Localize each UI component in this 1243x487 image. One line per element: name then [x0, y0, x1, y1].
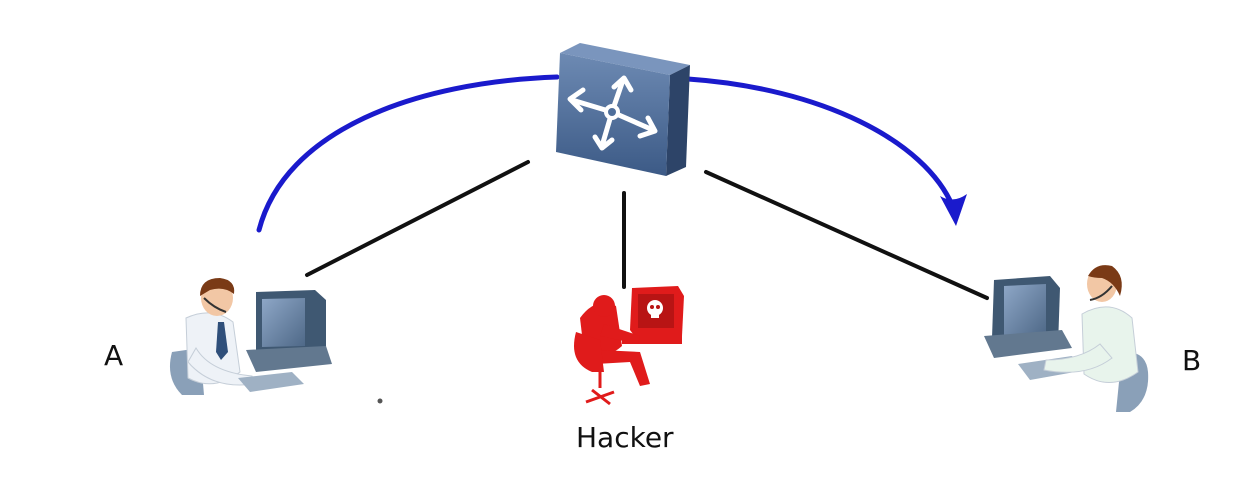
switch-side: [666, 65, 690, 176]
head: [593, 295, 615, 317]
link-switch-to-b: [704, 170, 989, 300]
desk-base: [622, 336, 682, 344]
monitor-screen: [262, 298, 305, 347]
keyboard: [238, 372, 304, 392]
link-a-to-switch: [305, 160, 530, 277]
label-hacker: Hacker: [576, 421, 674, 454]
arm: [1043, 343, 1113, 373]
traffic-arc-switch-to-b: [685, 76, 956, 210]
arm: [600, 324, 640, 344]
computer-base: [246, 346, 332, 372]
switch-center-dot: [604, 104, 620, 120]
network-links: [305, 160, 989, 300]
arrowhead-icon: [940, 194, 967, 226]
switch-top: [560, 43, 690, 75]
switch-icon: [556, 43, 690, 176]
hair: [1088, 265, 1122, 296]
user-b-workstation-icon: [984, 265, 1149, 412]
headset: [203, 297, 227, 313]
computer-base: [984, 330, 1072, 358]
label-a: A: [104, 339, 124, 372]
chair: [574, 332, 604, 372]
headset: [1089, 285, 1113, 301]
legs: [596, 350, 650, 386]
monitor-screen: [1004, 284, 1046, 336]
user-a-workstation-icon: [169, 278, 332, 395]
traffic-flow: [256, 74, 956, 233]
torso: [1081, 306, 1139, 383]
stray-dot: [377, 398, 383, 404]
skull-icon: [647, 300, 663, 316]
hacker-workstation-icon: [574, 286, 684, 406]
traffic-arc-a-to-switch: [256, 74, 560, 233]
tie: [216, 322, 228, 360]
hair: [200, 278, 235, 296]
chair-wheels: [585, 372, 615, 406]
label-b: B: [1182, 344, 1202, 377]
